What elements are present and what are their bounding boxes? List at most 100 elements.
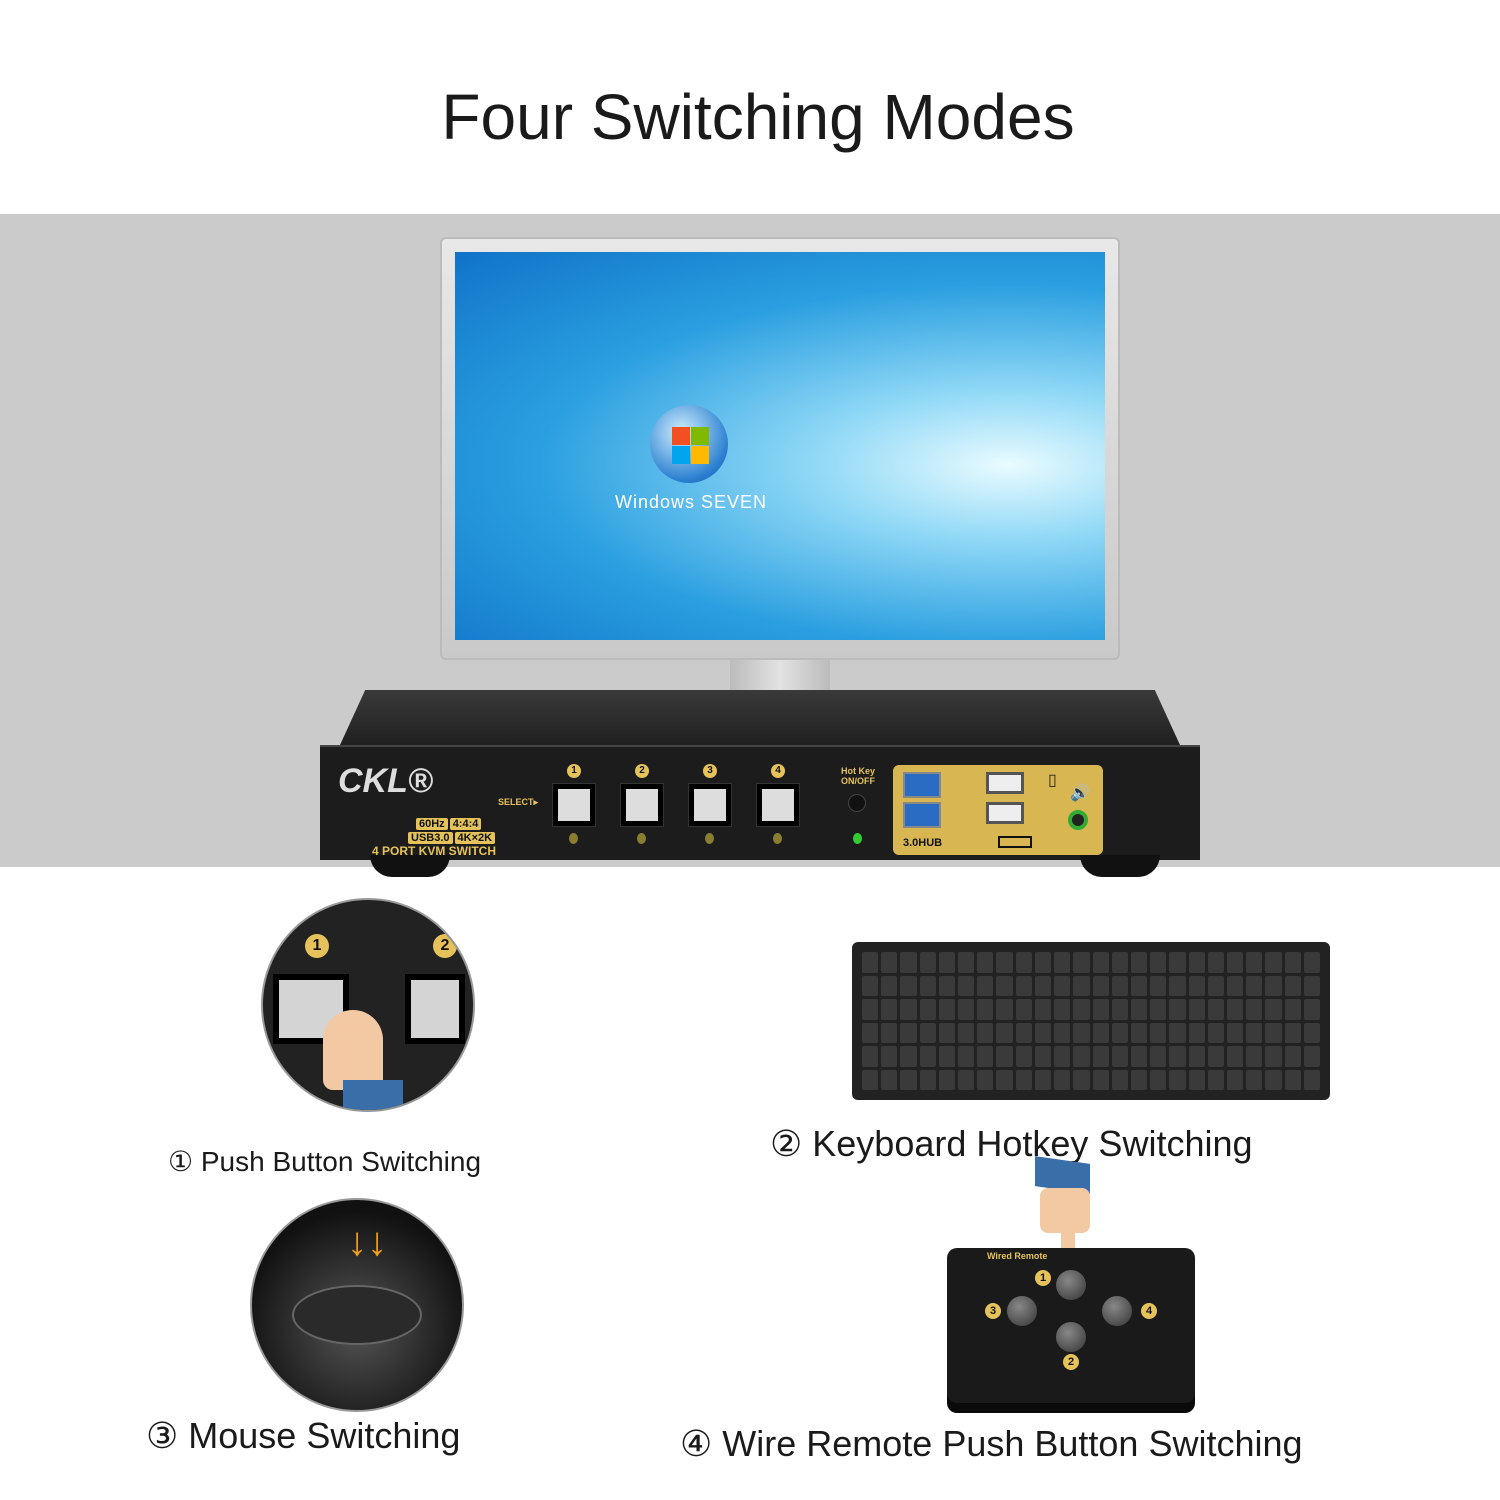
mouse-illustration: ↓↓	[250, 1198, 464, 1412]
key	[1092, 999, 1109, 1020]
key	[1284, 1069, 1301, 1090]
key	[1130, 952, 1148, 973]
key	[881, 975, 898, 996]
port-4-button[interactable]	[756, 783, 800, 827]
remote-button-1[interactable]	[1056, 1270, 1086, 1300]
key	[1054, 975, 1071, 996]
key	[919, 975, 936, 996]
port-1-button[interactable]	[552, 783, 596, 827]
key	[1246, 1022, 1263, 1043]
key	[1092, 975, 1109, 996]
key	[977, 999, 994, 1020]
key	[1015, 1022, 1032, 1043]
key	[919, 1022, 936, 1043]
key	[1111, 999, 1128, 1020]
select-label: SELECT▸	[498, 797, 539, 807]
key	[862, 1069, 879, 1090]
key	[938, 1069, 956, 1090]
key	[1015, 952, 1032, 973]
key	[1150, 952, 1167, 973]
key	[1073, 952, 1090, 973]
key	[1303, 1022, 1320, 1043]
badge: 4:4:4	[449, 818, 482, 830]
key	[1188, 999, 1205, 1020]
key	[1034, 1069, 1052, 1090]
kvm-foot	[1080, 855, 1160, 877]
key	[1265, 1046, 1282, 1067]
key	[1188, 1069, 1205, 1090]
key	[996, 1046, 1013, 1067]
hotkey-label: Hot Key ON/OFF	[840, 766, 875, 786]
key	[1054, 999, 1071, 1020]
key	[938, 999, 956, 1020]
kvm-top	[340, 690, 1180, 745]
audio-jack	[1068, 810, 1088, 830]
key	[1188, 1046, 1205, 1067]
key	[1303, 1069, 1320, 1090]
key	[996, 1069, 1013, 1090]
remote-button-4[interactable]	[1102, 1296, 1132, 1326]
key	[1303, 975, 1320, 996]
mouse-usb-port	[986, 772, 1024, 794]
key	[919, 952, 936, 973]
key	[1092, 1069, 1109, 1090]
port-number: 3	[703, 764, 717, 778]
scroll-wheel	[292, 1285, 422, 1345]
key	[900, 999, 917, 1020]
key	[1284, 999, 1301, 1020]
port-number: 4	[771, 764, 785, 778]
remote-button-2[interactable]	[1056, 1322, 1086, 1352]
hotkey-button[interactable]	[848, 794, 866, 812]
key	[1207, 999, 1224, 1020]
key	[1246, 952, 1263, 973]
key	[1207, 1022, 1224, 1043]
key	[862, 975, 879, 996]
key	[1092, 1022, 1109, 1043]
hub-label: 3.0HUB	[903, 837, 943, 849]
key	[1169, 1046, 1186, 1067]
key	[1054, 952, 1071, 973]
port-number: 1	[567, 764, 581, 778]
key	[996, 952, 1013, 973]
key	[1188, 1022, 1205, 1043]
key	[900, 975, 917, 996]
key	[1130, 1022, 1148, 1043]
key	[900, 1022, 917, 1043]
windows-wordmark: Windows SEVEN	[615, 492, 768, 512]
key	[958, 1022, 975, 1043]
key	[1226, 999, 1244, 1020]
key	[1034, 1046, 1052, 1067]
port-3-button[interactable]	[688, 783, 732, 827]
key	[1265, 999, 1282, 1020]
key	[881, 999, 898, 1020]
remote-button-3[interactable]	[1007, 1296, 1037, 1326]
key	[919, 999, 936, 1020]
key	[1130, 1069, 1148, 1090]
key	[958, 952, 975, 973]
key	[1073, 1046, 1090, 1067]
usb3-port	[903, 772, 941, 798]
port-2-button[interactable]	[620, 783, 664, 827]
key	[1150, 1069, 1167, 1090]
key	[1054, 1046, 1071, 1067]
key	[1034, 999, 1052, 1020]
port-number: 2	[635, 764, 649, 778]
key	[1073, 999, 1090, 1020]
key	[1303, 999, 1320, 1020]
key	[996, 1022, 1013, 1043]
key	[1169, 975, 1186, 996]
key	[881, 1046, 898, 1067]
key	[1130, 975, 1148, 996]
key	[1207, 975, 1224, 996]
key	[1265, 1022, 1282, 1043]
button-closeup	[405, 974, 465, 1044]
key	[1073, 1022, 1090, 1043]
key	[1054, 1022, 1071, 1043]
port-number: 1	[305, 934, 329, 958]
key	[1303, 1046, 1320, 1067]
key	[938, 1046, 956, 1067]
key	[862, 1046, 879, 1067]
kvm-foot	[370, 855, 450, 877]
